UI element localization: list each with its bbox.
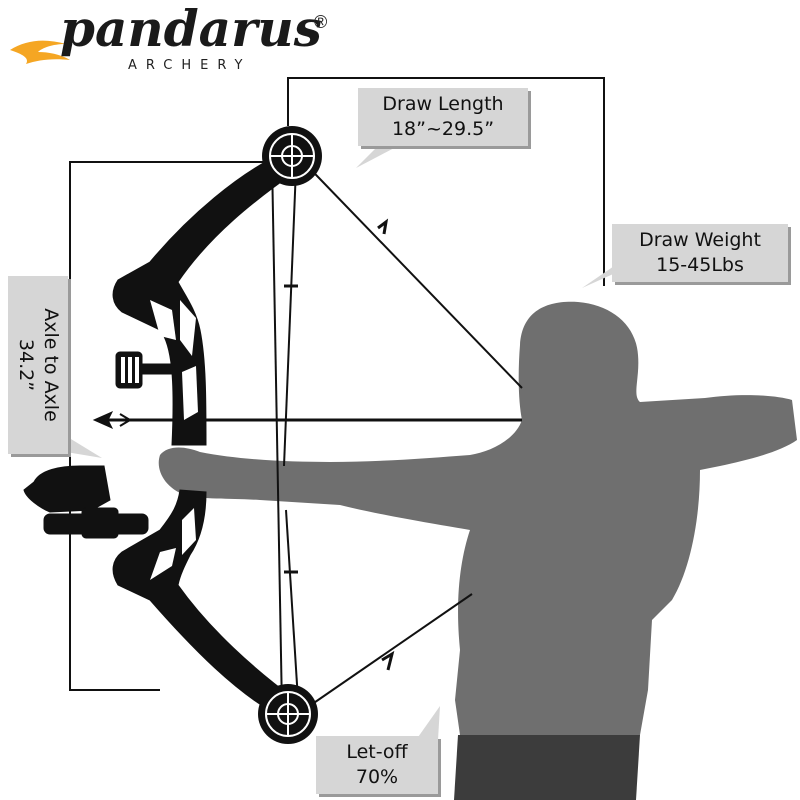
draw-length-callout: Draw Length 18”~29.5” xyxy=(358,88,528,146)
let-off-label: Let-off xyxy=(346,741,408,763)
riser-cutouts xyxy=(121,300,198,580)
archer-silhouette xyxy=(158,301,797,800)
axle-to-axle-text: Axle to Axle 34.2” xyxy=(8,276,68,454)
draw-weight-label: Draw Weight xyxy=(639,229,761,251)
draw-length-value: 18”~29.5” xyxy=(391,118,495,140)
axle-to-axle-callout: Axle to Axle 34.2” xyxy=(8,276,68,454)
let-off-value: 70% xyxy=(355,766,399,788)
logo-subtitle: ARCHERY xyxy=(128,58,252,73)
let-off-callout: Let-off 70% xyxy=(316,736,438,794)
bow-strings xyxy=(271,149,523,719)
top-cam xyxy=(262,126,322,186)
dimension-lines xyxy=(69,77,605,691)
draw-weight-callout: Draw Weight 15-45Lbs xyxy=(612,224,788,282)
draw-weight-value: 15-45Lbs xyxy=(656,254,744,276)
arrow xyxy=(92,410,522,430)
axle-to-axle-value: 34.2” xyxy=(15,338,37,392)
axle-to-axle-label: Axle to Axle xyxy=(40,308,62,422)
pandarus-logo: pandarus ® ARCHERY xyxy=(8,4,338,78)
flame-icon xyxy=(10,40,70,64)
registered-mark: ® xyxy=(314,12,328,32)
draw-length-label: Draw Length xyxy=(382,93,504,115)
bottom-cam xyxy=(258,684,318,744)
logo-wordmark: pandarus xyxy=(60,0,322,58)
string-accessories xyxy=(284,218,395,671)
